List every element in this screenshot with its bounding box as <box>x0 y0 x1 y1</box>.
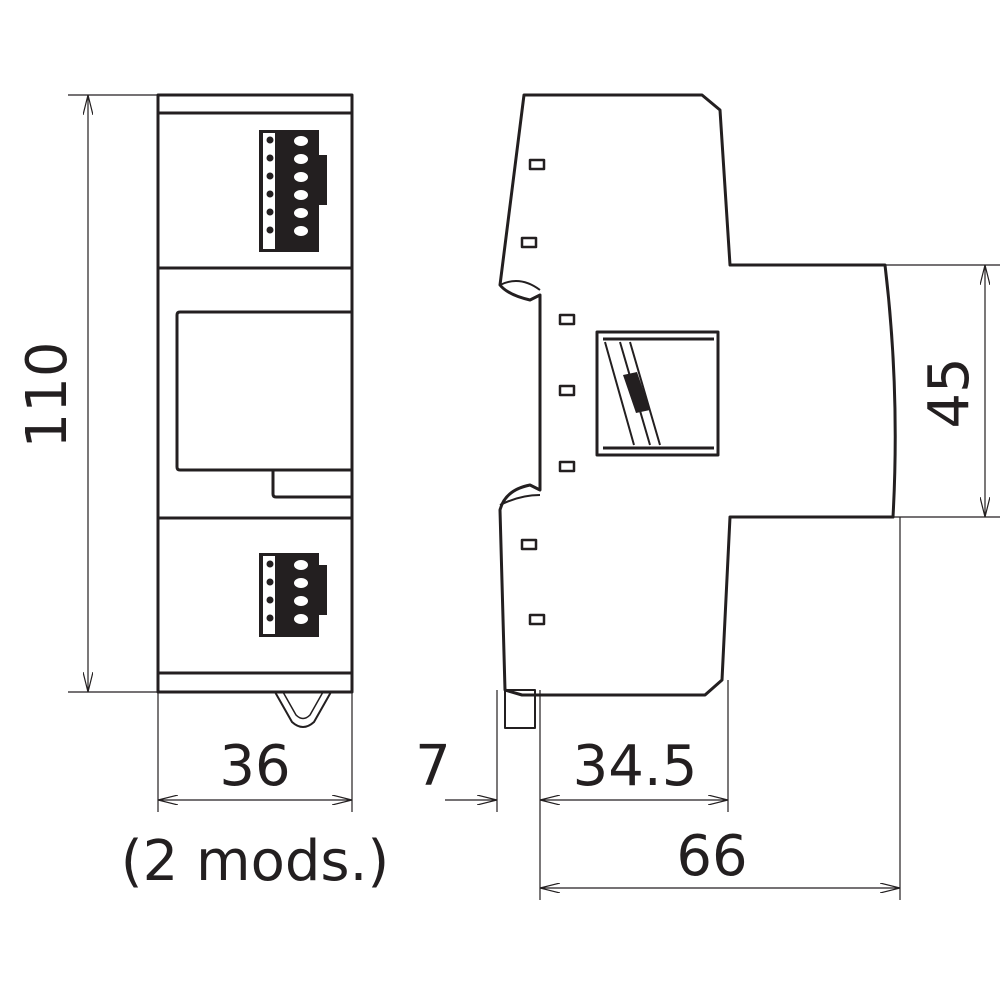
rail-clip <box>274 691 332 728</box>
total-depth-label: 66 <box>676 824 747 889</box>
modules-label: (2 mods.) <box>121 829 389 894</box>
width-label: 36 <box>219 734 290 799</box>
side-view <box>498 93 897 729</box>
rail-offset-label: 7 <box>415 734 451 799</box>
height-label: 110 <box>15 342 80 449</box>
terminal-block-bottom <box>259 553 327 637</box>
front-tab <box>271 470 352 499</box>
terminal-block-top <box>259 130 327 252</box>
front-height-label: 45 <box>917 357 982 428</box>
front-view <box>156 93 354 728</box>
side-latches <box>520 158 576 626</box>
front-window <box>175 310 352 472</box>
side-window <box>595 330 720 457</box>
front-depth-label: 34.5 <box>573 734 698 799</box>
dimension-lines <box>68 94 1000 900</box>
